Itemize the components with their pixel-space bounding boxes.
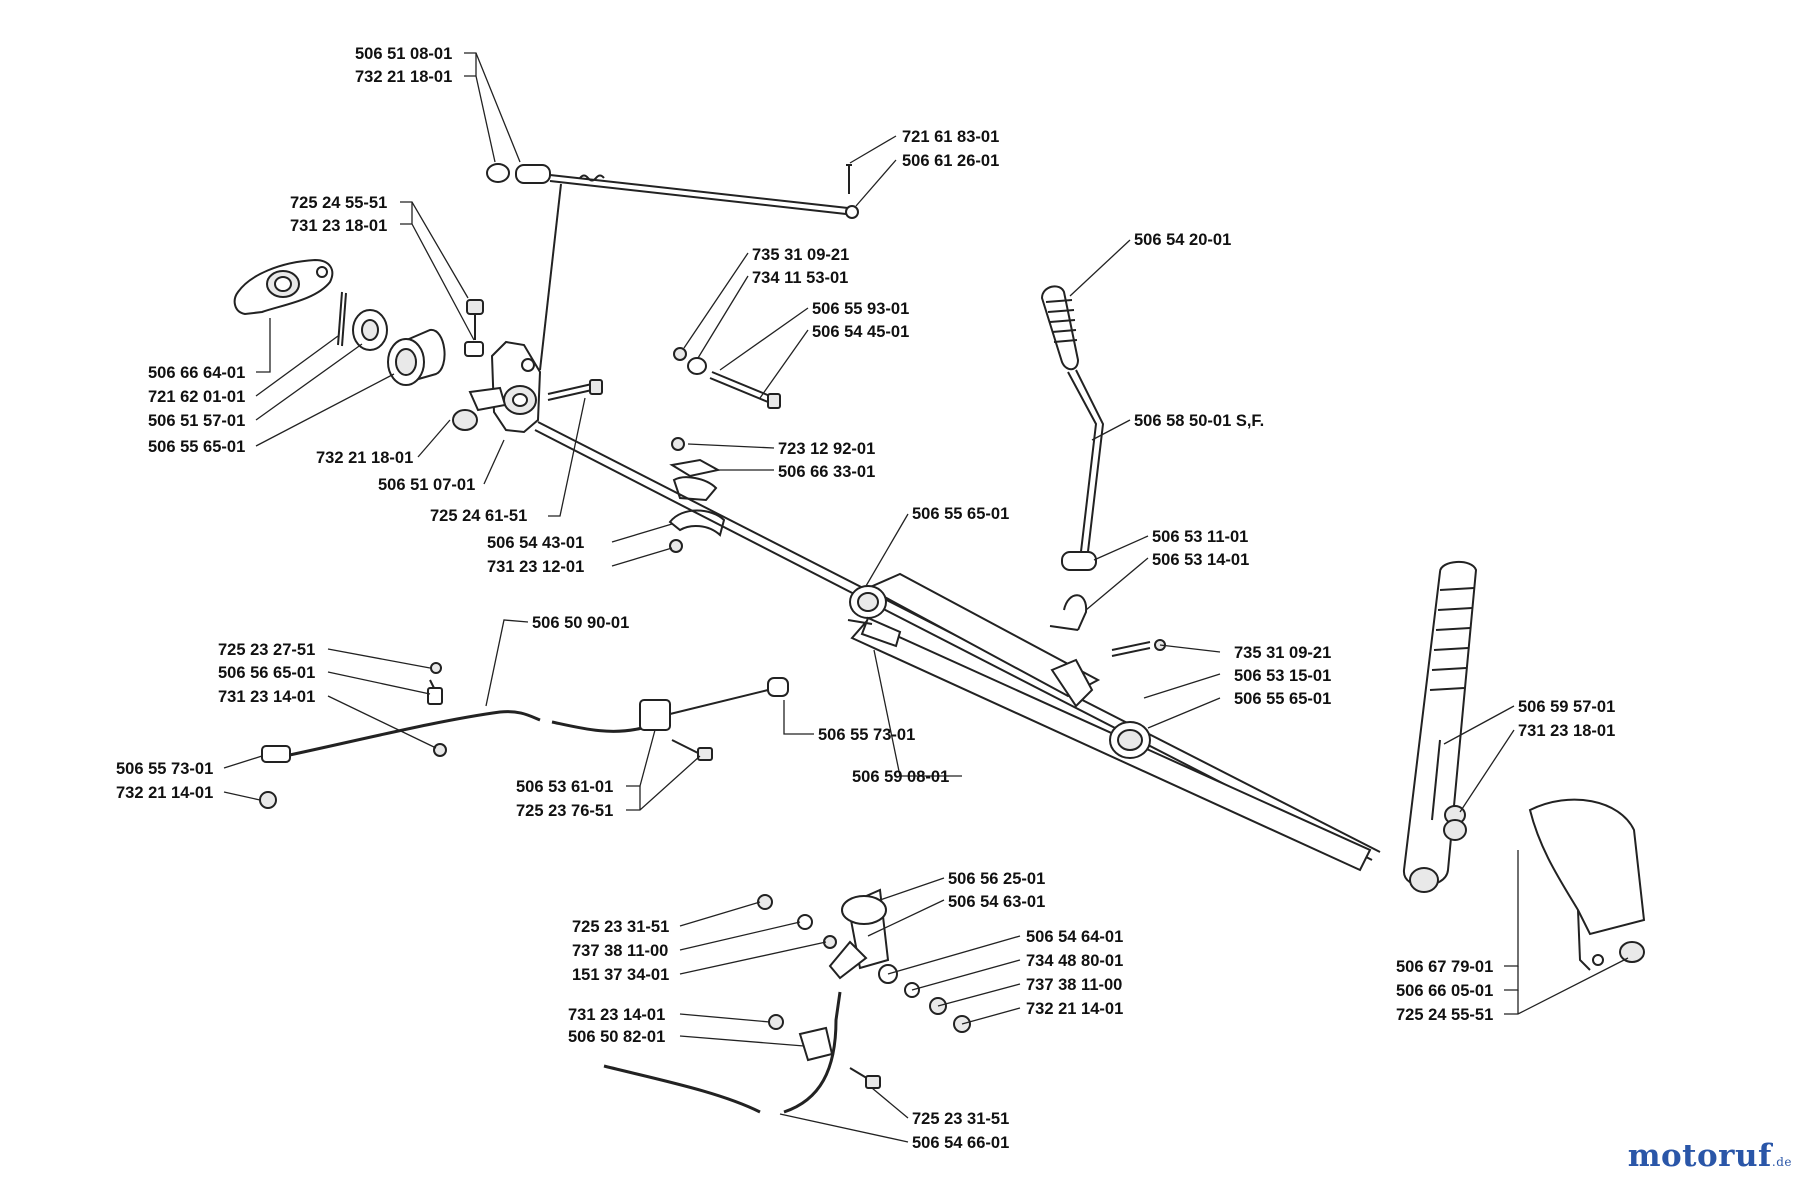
nut-lower — [452, 409, 478, 431]
callout-c23: 506 54 43-01 — [487, 534, 584, 552]
callout-c09: 506 55 93-01 — [812, 300, 909, 318]
callout-c29: 506 56 65-01 — [218, 664, 315, 682]
vertical-link-rod — [539, 183, 562, 371]
callout-c20: 723 12 92-01 — [778, 440, 875, 458]
callout-c43: 506 54 63-01 — [948, 893, 1045, 911]
callout-c52: 506 50 82-01 — [568, 1028, 665, 1046]
pedal-lever — [1040, 285, 1105, 571]
segment-plate — [1443, 798, 1646, 971]
callout-c07: 735 31 09-21 — [752, 246, 849, 264]
washer-bolt-group — [673, 347, 781, 409]
cotter-pin — [337, 291, 347, 347]
callout-c31: 735 31 09-21 — [1234, 644, 1331, 662]
callout-c41: 506 59 08-01 — [852, 768, 949, 786]
callout-c47: 506 54 64-01 — [1026, 928, 1123, 946]
callout-c03: 721 61 83-01 — [902, 128, 999, 146]
callout-c30: 731 23 14-01 — [218, 688, 315, 706]
callout-c27: 506 50 90-01 — [532, 614, 629, 632]
callout-c40: 725 23 76-51 — [516, 802, 613, 820]
callout-c15: 506 55 65-01 — [148, 438, 245, 456]
callout-c33: 506 55 65-01 — [1234, 690, 1331, 708]
callout-c36: 731 23 18-01 — [1518, 722, 1615, 740]
callout-c18: 725 24 61-51 — [430, 507, 527, 525]
callout-c21: 506 66 33-01 — [778, 463, 875, 481]
callout-c56: 725 23 31-51 — [912, 1110, 1009, 1128]
callout-c17: 506 51 07-01 — [378, 476, 475, 494]
callout-c32: 506 53 15-01 — [1234, 667, 1331, 685]
washer-left — [352, 309, 388, 351]
watermark-suffix: .de — [1771, 1155, 1792, 1169]
callout-c01: 506 51 08-01 — [355, 45, 452, 63]
callout-c14: 506 51 57-01 — [148, 412, 245, 430]
callout-c19: 506 58 50-01 S,F. — [1134, 412, 1264, 430]
leader-lines — [223, 52, 1629, 1143]
callout-c39: 506 53 61-01 — [516, 778, 613, 796]
callout-c11: 506 54 20-01 — [1134, 231, 1231, 249]
part-number-labels: 506 51 08-01 732 21 18-01 721 61 83-01 5… — [116, 45, 1615, 1152]
callout-c46: 151 37 34-01 — [572, 966, 669, 984]
callout-c05: 725 24 55-51 — [290, 194, 387, 212]
bolt-small-top — [464, 299, 484, 357]
callout-c57: 506 54 66-01 — [912, 1134, 1009, 1152]
callout-c44: 725 23 31-51 — [572, 918, 669, 936]
lower-cable — [603, 991, 881, 1114]
callout-c51: 731 23 14-01 — [568, 1006, 665, 1024]
callout-c54: 506 66 05-01 — [1396, 982, 1493, 1000]
clamp-bracket — [668, 437, 726, 553]
callout-c06: 731 23 18-01 — [290, 217, 387, 235]
top-control-rod — [486, 163, 859, 219]
callout-c16: 732 21 18-01 — [316, 449, 413, 467]
pivot-bracket — [468, 340, 542, 434]
callout-c50: 732 21 14-01 — [1026, 1000, 1123, 1018]
callout-c02: 732 21 18-01 — [355, 68, 452, 86]
brake-cable — [259, 662, 789, 809]
callout-c48: 734 48 80-01 — [1026, 952, 1123, 970]
callout-c37: 506 55 73-01 — [116, 760, 213, 778]
callout-c24: 731 23 12-01 — [487, 558, 584, 576]
bracket-bolt — [547, 379, 603, 401]
shaft-pin — [847, 616, 1166, 657]
callout-c28: 725 23 27-51 — [218, 641, 315, 659]
main-cross-shaft — [534, 421, 1381, 872]
callout-c13: 721 62 01-01 — [148, 388, 245, 406]
watermark-logo: motoruf.de — [1628, 1138, 1792, 1174]
callout-c12: 506 66 64-01 — [148, 364, 245, 382]
callout-c45: 737 38 11-00 — [572, 942, 668, 960]
callout-c35: 506 59 57-01 — [1518, 698, 1615, 716]
bushing-left — [387, 329, 446, 386]
callout-c26: 506 53 14-01 — [1152, 551, 1249, 569]
callout-c08: 734 11 53-01 — [752, 269, 848, 287]
lever-plate — [233, 258, 334, 316]
callout-c22: 506 55 65-01 — [912, 505, 1009, 523]
callout-c53: 506 67 79-01 — [1396, 958, 1493, 976]
callout-c42: 506 56 25-01 — [948, 870, 1045, 888]
callout-c55: 725 24 55-51 — [1396, 1006, 1493, 1024]
callout-c10: 506 54 45-01 — [812, 323, 909, 341]
callout-c49: 737 38 11-00 — [1026, 976, 1122, 994]
vertical-lever-arm — [1402, 561, 1478, 893]
lower-pedal-assembly — [757, 888, 971, 1033]
callout-c25: 506 53 11-01 — [1152, 528, 1248, 546]
callout-c34: 506 55 73-01 — [818, 726, 915, 744]
watermark-text: motoruf — [1627, 1138, 1772, 1174]
callout-c38: 732 21 14-01 — [116, 784, 213, 802]
bent-clip — [1049, 594, 1088, 631]
callout-c04: 506 61 26-01 — [902, 152, 999, 170]
